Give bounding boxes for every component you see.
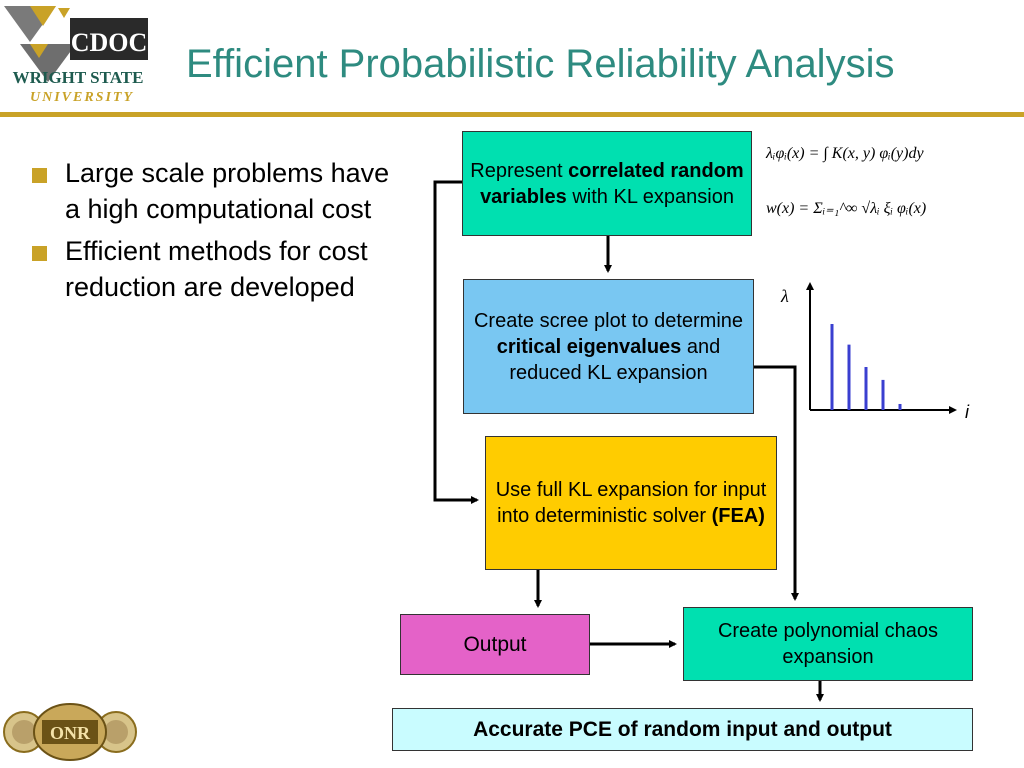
logo-cdoc-text: CDOC — [71, 28, 148, 57]
seal-icon — [12, 720, 36, 744]
box3-bold-text: (FEA) — [711, 505, 765, 527]
square-bullet-icon — [32, 168, 47, 183]
pce-label: Create polynomial chaos expansion — [717, 620, 939, 668]
scree-plot-box: Create scree plot to determine critical … — [463, 279, 754, 414]
kl-expansion-equation: w(x) = Σᵢ₌₁^∞ √λᵢ ξᵢ φᵢ(x) — [766, 200, 927, 217]
bullet-text: Efficient methods for cost reduction are… — [65, 235, 368, 302]
box3-text: Use full KL expansion for input into det… — [495, 479, 767, 527]
box1-bold-text: correlated random variables — [480, 159, 744, 208]
fea-solver-box: Use full KL expansion for input into det… — [485, 436, 777, 570]
title-divider — [0, 112, 1024, 117]
page-title: Efficient Probabilistic Reliability Anal… — [186, 42, 895, 86]
logo-triangle-icon — [30, 44, 48, 58]
box2-text-end: and reduced KL expansion — [509, 335, 721, 384]
box1-text-end: with KL expansion — [566, 185, 734, 208]
arrow-box1-to-box3 — [433, 180, 479, 504]
kl-expansion-box: Represent correlated random variables wi… — [462, 131, 752, 236]
polynomial-chaos-box: Create polynomial chaos expansion — [683, 607, 973, 681]
output-box: Output — [400, 614, 590, 675]
accurate-pce-box: Accurate PCE of random input and output — [392, 708, 973, 751]
logo-badge — [70, 18, 148, 60]
square-bullet-icon — [32, 245, 47, 261]
cdoc-wright-state-logo: CDOC WRIGHT STATE UNIVERSITY — [4, 6, 148, 105]
eigen-equation: λᵢφᵢ(x) = ∫ K(x, y) φᵢ(y)dy — [766, 145, 924, 162]
accurate-pce-label: Accurate PCE of random input and output — [473, 717, 892, 741]
logo-triangle-icon — [20, 44, 76, 82]
logo-university-text: UNIVERSITY — [30, 90, 134, 105]
seal-icon — [104, 720, 128, 744]
bullet-item: Large scale problems have a high computa… — [30, 156, 400, 228]
bullet-item: Efficient methods for cost reduction are… — [30, 234, 400, 306]
bullet-text: Large scale problems have a high computa… — [65, 158, 390, 224]
box2-bold-text: critical eigenvalues — [496, 335, 682, 358]
scree-y-label: λ — [780, 286, 789, 306]
arrow-box2-to-box5 — [754, 365, 799, 601]
onr-banner — [42, 720, 98, 744]
bullet-list: Large scale problems have a high computa… — [30, 156, 400, 312]
logo-triangle-icon — [30, 6, 56, 26]
scree-x-label: i — [965, 402, 970, 422]
onr-logo: ONR — [3, 703, 137, 761]
logo-triangle-icon — [58, 8, 70, 18]
box1-text: Represent — [470, 159, 569, 182]
output-label: Output — [463, 632, 527, 656]
logo-wright-state-text: WRIGHT STATE — [13, 68, 144, 87]
box2-text: Create scree plot to determine — [473, 309, 744, 332]
onr-text: ONR — [50, 723, 91, 743]
